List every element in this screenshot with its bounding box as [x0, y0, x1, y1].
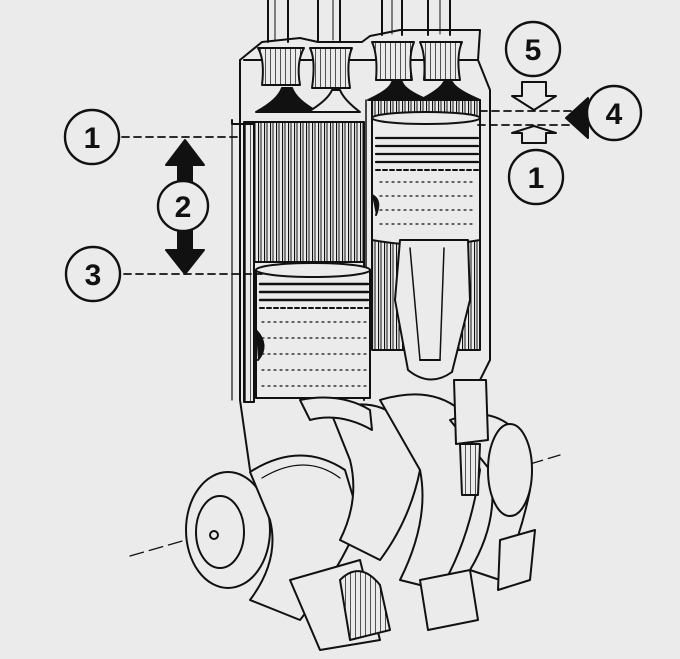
right-connecting-rod	[394, 239, 471, 381]
callout-1-left-label: 1	[84, 122, 101, 155]
callout-1-right: 1	[507, 148, 565, 206]
callout-1-left: 1	[63, 108, 121, 166]
left-piston	[255, 262, 371, 399]
callout-4-label: 4	[606, 98, 623, 131]
callout-3: 3	[64, 245, 122, 303]
callout-4: 4	[585, 84, 643, 142]
arrow-5	[511, 81, 557, 111]
callout-1-right-label: 1	[528, 162, 545, 195]
callout-5-label: 5	[525, 34, 542, 67]
cylinder-head	[239, 29, 481, 113]
callout-3-label: 3	[85, 259, 102, 292]
callout-2-label: 2	[175, 191, 192, 224]
valve-stems	[267, 0, 451, 43]
crankshaft	[129, 379, 561, 651]
right-piston	[371, 111, 481, 246]
arrow-4	[565, 97, 589, 139]
callout-2: 2	[156, 179, 210, 233]
dimension-lines	[121, 110, 586, 275]
callout-5: 5	[504, 20, 562, 78]
left-cylinder-bore	[243, 121, 365, 403]
arrow-1-right	[511, 125, 557, 144]
